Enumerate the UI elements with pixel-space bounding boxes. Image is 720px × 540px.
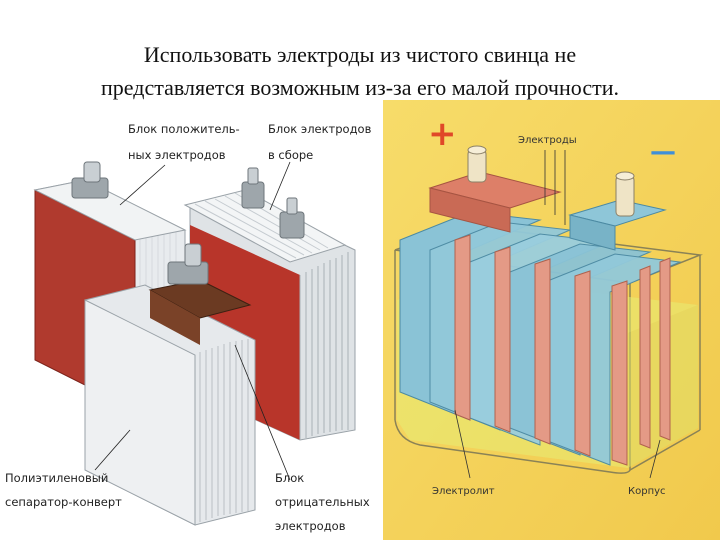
label-case: Корпус [628, 486, 666, 497]
label-negative-block-1: Блок [275, 471, 304, 485]
label-separator-1: Полиэтиленовый [5, 471, 108, 485]
plus-sign: + [428, 114, 457, 154]
label-assembled-block-1: Блок электродов [268, 122, 372, 136]
label-negative-block-3: электродов [275, 519, 346, 533]
title-line-1: Использовать электроды из чистого свинца… [0, 38, 720, 71]
label-positive-block-2: ных электродов [128, 148, 226, 162]
label-assembled-block-2: в сборе [268, 148, 313, 162]
minus-sign: — [650, 137, 676, 167]
label-negative-block-2: отрицательных [275, 495, 370, 509]
label-electrodes: Электроды [518, 135, 577, 146]
battery-cell-illustration: + — Электроды Электролит Корпус [383, 100, 720, 540]
electrode-blocks-illustration: Блок положитель- ных электродов Блок эле… [0, 110, 385, 540]
label-positive-block-1: Блок положитель- [128, 122, 240, 136]
label-separator-2: сепаратор-конверт [5, 495, 122, 509]
slide-title: Использовать электроды из чистого свинца… [0, 38, 720, 104]
label-electrolyte: Электролит [432, 486, 495, 497]
